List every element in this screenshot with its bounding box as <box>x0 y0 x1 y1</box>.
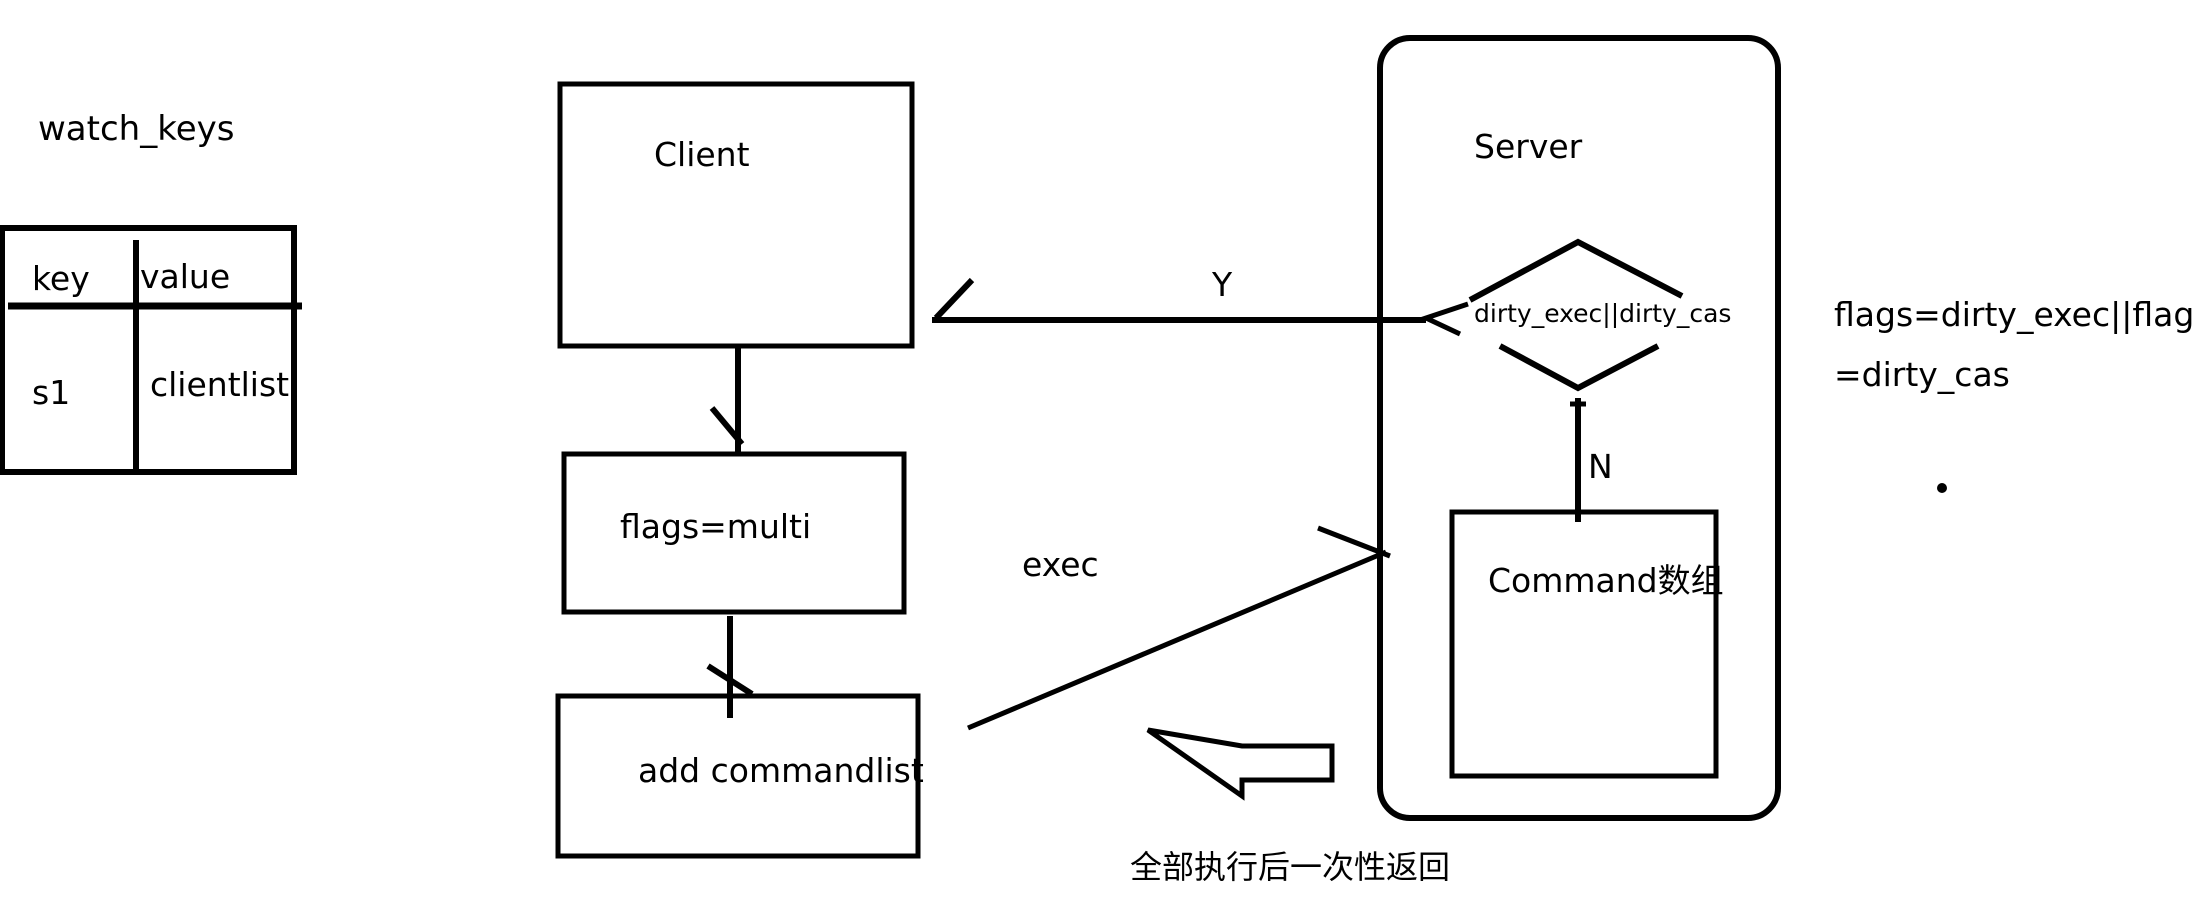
exec-arrow: exec <box>967 525 1391 731</box>
table-cell-key: s1 <box>32 373 70 412</box>
table-header-value: value <box>140 257 230 296</box>
note-line-1: flags=dirty_exec||flags <box>1834 295 2192 334</box>
table-header-key: key <box>32 259 90 298</box>
note-line-2: =dirty_cas <box>1834 355 2010 394</box>
command-array-rect <box>1449 509 1719 779</box>
no-label: N <box>1588 447 1613 486</box>
yes-label: Y <box>1211 265 1233 304</box>
exec-label: exec <box>1022 545 1099 584</box>
arrow-client-to-flags <box>709 346 745 454</box>
yes-arrow: Y <box>932 265 1469 337</box>
client-title: Client <box>654 135 750 174</box>
flags-box: flags=multi <box>561 451 907 615</box>
watch-keys-table: watch_keys key value s1 clientlist <box>0 109 302 475</box>
server-title: Server <box>1474 127 1583 166</box>
add-commandlist-label: add commandlist <box>638 751 924 790</box>
decision-label: dirty_exec||dirty_cas <box>1474 299 1731 328</box>
watch-keys-title: watch_keys <box>38 109 234 149</box>
dot-mark <box>1937 483 1947 493</box>
flags-note: flags=dirty_exec||flags =dirty_cas <box>1834 295 2192 493</box>
table-border <box>0 225 297 475</box>
no-arrow: N <box>1570 398 1613 522</box>
return-label: 全部执行后一次性返回 <box>1130 848 1450 886</box>
flags-label: flags=multi <box>620 507 811 546</box>
command-array-box: Command数组 <box>1449 509 1724 779</box>
server-rect <box>1377 35 1781 821</box>
return-arrow: 全部执行后一次性返回 <box>1130 727 1450 886</box>
add-commandlist-rect <box>555 693 921 859</box>
server-box: Server <box>1377 35 1781 821</box>
flags-rect <box>561 451 907 615</box>
arrow-flags-to-add <box>706 616 754 718</box>
add-commandlist-box: add commandlist <box>555 693 924 859</box>
command-array-label: Command数组 <box>1488 561 1724 600</box>
table-cell-value: clientlist <box>150 365 289 404</box>
client-box: Client <box>557 81 915 349</box>
decision-diamond: dirty_exec||dirty_cas <box>1468 238 1731 392</box>
client-rect <box>557 81 915 349</box>
